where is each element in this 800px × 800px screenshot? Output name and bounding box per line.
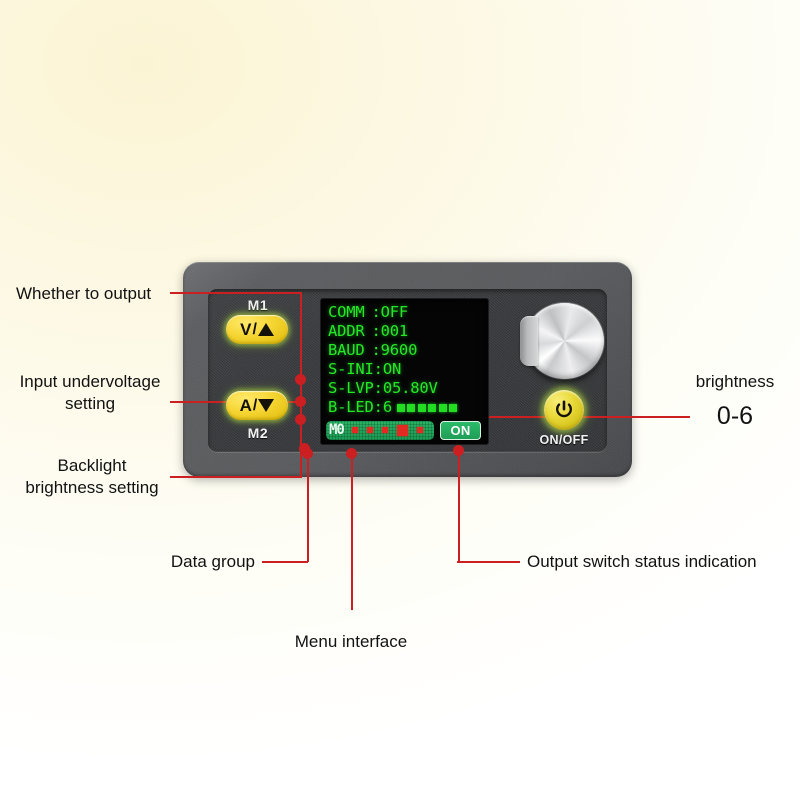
annotation-brightness: brightness <box>695 372 775 391</box>
lcd-row-baud-sep: : <box>371 341 381 359</box>
lcd-row-slvp-sep: : <box>373 379 383 397</box>
leader-point-backlight <box>295 414 306 425</box>
data-group-dot[interactable] <box>416 427 423 433</box>
lcd-row-bled-sep: : <box>373 398 383 416</box>
power-button-group: ON/OFF <box>532 390 596 447</box>
device-front-bezel: M1 V / A / M2 COMM : <box>208 289 607 452</box>
annotation-data-group: Data group <box>170 552 255 571</box>
lcd-row-comm-sep: : <box>371 303 381 321</box>
leader-point-menu-interface <box>346 448 357 459</box>
leader-point-output-status <box>453 445 464 456</box>
lcd-row-comm-label: COMM <box>328 303 365 321</box>
lcd-row-baud: BAUD : 9600 <box>328 341 486 360</box>
backlight-level-cell <box>396 403 405 412</box>
annotation-output-switch-status: Output switch status indication <box>527 552 757 571</box>
data-group-dot[interactable] <box>351 427 358 433</box>
annotation-brightness-range: 0-6 <box>716 402 754 430</box>
annotation-menu-interface: Menu interface <box>294 632 408 651</box>
leader-whether-to-output-vertical <box>299 292 302 448</box>
leader-menu-interface-vertical <box>350 452 353 610</box>
annotation-whether-to-output: Whether to output <box>16 284 152 303</box>
up-triangle-icon <box>257 323 274 336</box>
backlight-level-cell <box>449 403 458 412</box>
lcd-screen[interactable]: COMM : OFF ADDR : 001 BAUD : 9600 <box>321 299 488 444</box>
data-group-dot[interactable] <box>366 427 373 433</box>
leader-point-s-ini <box>295 374 306 385</box>
lcd-row-addr-value: 001 <box>380 322 409 340</box>
lcd-menu-lines: COMM : OFF ADDR : 001 BAUD : 9600 <box>328 303 486 417</box>
data-group-label: M0 <box>329 422 345 438</box>
voltage-up-button[interactable]: V / <box>226 315 288 344</box>
voltage-key-letter: V <box>240 320 252 339</box>
data-group-indicator[interactable]: M0 <box>326 420 434 440</box>
lcd-row-sini: S-INI : ON <box>328 360 486 379</box>
leader-backlight-vertical <box>299 418 302 477</box>
data-group-dots <box>351 424 423 436</box>
down-triangle-icon <box>258 399 275 412</box>
leader-whether-to-output-horizontal <box>170 292 302 295</box>
backlight-level-bar <box>396 403 458 412</box>
lcd-row-sini-value: ON <box>382 360 402 378</box>
leader-point-data-group <box>302 448 313 459</box>
lcd-row-slvp: S-LVP : 05.80V <box>328 379 486 398</box>
backlight-level-cell <box>428 403 437 412</box>
leader-output-status-horizontal <box>457 560 520 564</box>
lcd-row-slvp-label: S-LVP <box>328 379 374 397</box>
lcd-row-addr: ADDR : 001 <box>328 322 486 341</box>
backlight-level-cell <box>407 403 416 412</box>
rotary-knob[interactable] <box>520 303 604 379</box>
annotation-input-undervoltage: Input undervoltage setting <box>19 372 161 413</box>
lcd-row-bled-label: B-LED <box>328 398 374 416</box>
power-icon <box>556 400 572 418</box>
leader-output-status-vertical <box>457 452 460 562</box>
lcd-row-addr-label: ADDR <box>328 322 365 340</box>
data-group-dot-selected[interactable] <box>396 424 408 436</box>
power-button-label: ON/OFF <box>539 433 589 447</box>
output-status-indicator[interactable]: ON <box>440 420 481 440</box>
current-key-slash: / <box>252 396 258 414</box>
lcd-row-baud-value: 9600 <box>380 341 418 359</box>
leader-data-group-horizontal <box>262 560 308 564</box>
lcd-row-addr-sep: : <box>371 322 381 340</box>
lcd-row-sini-label: S-INI <box>328 360 374 378</box>
lcd-row-baud-label: BAUD <box>328 341 365 359</box>
backlight-level-cell <box>438 403 447 412</box>
voltage-key-slash: / <box>252 320 257 338</box>
leader-backlight-horizontal <box>170 476 302 479</box>
backlight-level-cell <box>417 403 426 412</box>
lcd-row-bled: B-LED : 6 <box>328 398 486 417</box>
lcd-row-bled-value: 6 <box>382 398 392 416</box>
lcd-row-comm: COMM : OFF <box>328 303 486 322</box>
current-key-letter: A <box>239 396 252 415</box>
lcd-row-sini-sep: : <box>373 360 383 378</box>
lcd-row-comm-value: OFF <box>380 303 409 321</box>
left-key-column: M1 V / A / M2 <box>212 291 304 451</box>
m2-label: M2 <box>247 425 269 441</box>
power-supply-module-device: M1 V / A / M2 COMM : <box>183 262 632 477</box>
leader-point-undervoltage <box>295 396 306 407</box>
current-down-button[interactable]: A / <box>226 391 288 420</box>
power-button[interactable] <box>544 390 584 430</box>
m1-label: M1 <box>247 297 269 313</box>
lcd-row-slvp-value: 05.80V <box>382 379 438 397</box>
annotation-backlight-brightness: Backlight brightness setting <box>25 456 159 497</box>
leader-data-group-vertical <box>306 452 309 562</box>
data-group-dot[interactable] <box>381 427 388 433</box>
lcd-status-bar: M0 ON <box>326 420 484 440</box>
